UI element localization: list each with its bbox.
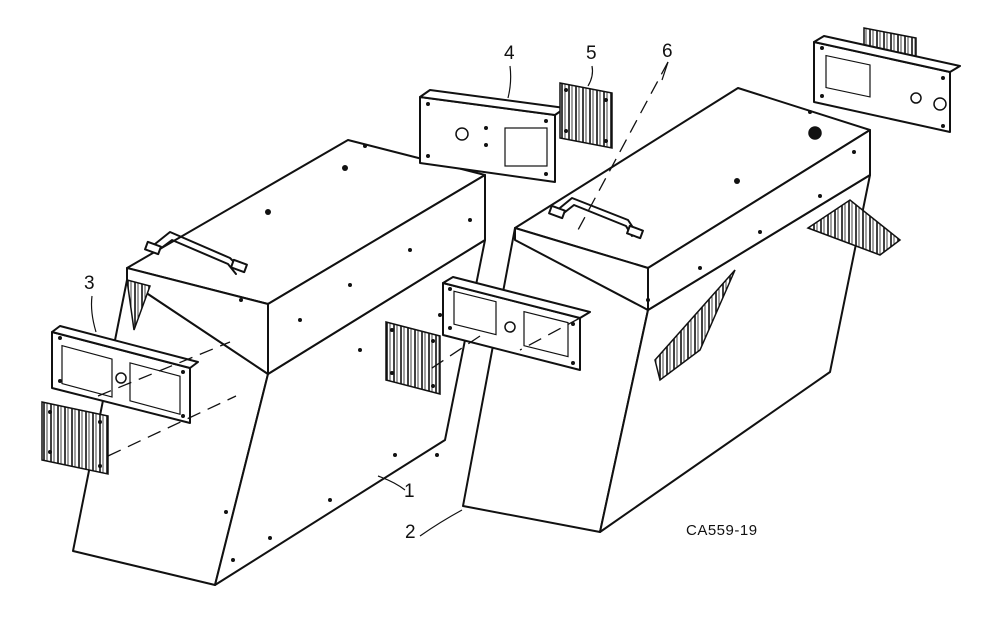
- housing-2-holes: [646, 110, 856, 302]
- plate-6: [442, 276, 591, 371]
- plate-top-right: [813, 27, 961, 133]
- leader-lines: [90, 61, 669, 537]
- assembly-lines: [97, 61, 669, 457]
- panel-middle: [385, 321, 441, 395]
- callout-6: 6: [662, 41, 673, 62]
- panel-left-lower: [41, 401, 109, 475]
- plate-3: [51, 325, 199, 424]
- housing-1-holes: [224, 144, 472, 562]
- callout-4: 4: [504, 43, 515, 64]
- panel-5: [559, 82, 613, 149]
- callout-1: 1: [404, 481, 415, 502]
- callout-2: 2: [405, 522, 416, 543]
- callout-3: 3: [84, 273, 95, 294]
- plate-4: [419, 89, 566, 183]
- housing-1-handle: [144, 231, 248, 275]
- callout-5: 5: [586, 43, 597, 64]
- housing-2-handle: [548, 197, 644, 240]
- drawing-code: CA559-19: [686, 522, 758, 539]
